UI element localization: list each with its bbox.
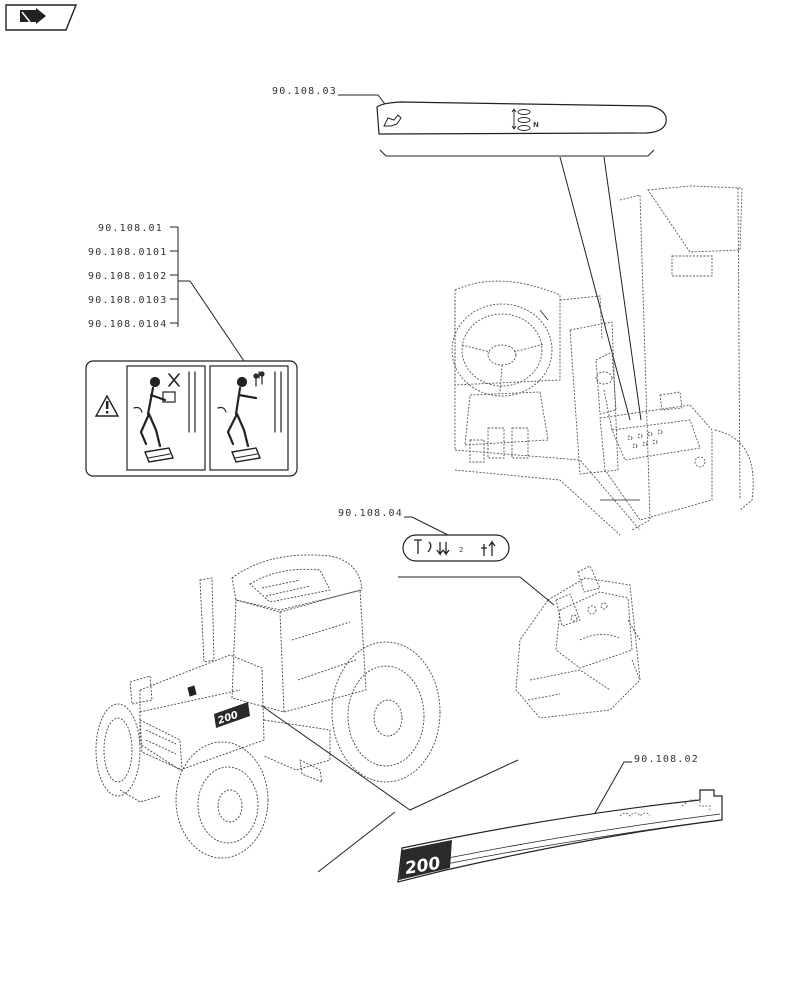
tractor-illustration — [95, 554, 441, 859]
lever-up-icon — [481, 540, 496, 556]
leader-line — [404, 516, 457, 540]
leader-line — [603, 156, 642, 421]
callout-label: 90.108.0104 — [88, 319, 167, 330]
person-correct-icon — [217, 371, 282, 463]
leader-line — [261, 705, 519, 811]
armrest-console-illustration — [515, 565, 641, 719]
warning-panel-wrong — [126, 365, 206, 471]
callout-label: 90.108.0103 — [88, 295, 167, 306]
side-stripe-badge-text: 200 — [404, 854, 442, 879]
hood-badge: 200 — [214, 702, 250, 728]
person-wrong-icon — [133, 371, 196, 463]
callout-label: 90.108.04 — [338, 508, 403, 519]
callout-label: 90.108.0101 — [88, 247, 167, 258]
leader-line — [317, 811, 396, 873]
warning-panel-right — [209, 365, 289, 471]
decal-04-center-text: 2 — [459, 546, 463, 554]
decal-04-strip: 2 — [402, 534, 510, 562]
tractor-outline-solid — [187, 685, 197, 697]
callout-label: 90.108.03 — [272, 86, 337, 97]
lever-down-icon — [414, 539, 450, 556]
leader-line — [559, 156, 631, 421]
side-stripe-badge — [399, 840, 452, 880]
leader-line — [589, 761, 632, 823]
cab-detail-lines — [539, 309, 640, 501]
lift-control-icon: N — [511, 108, 539, 131]
side-stripe-decal: 200 — [397, 789, 723, 883]
return-arrow-icon — [20, 8, 46, 24]
cab-interior-illustration — [451, 185, 754, 536]
callout-label: 90.108.02 — [634, 754, 699, 765]
warning-decal — [85, 360, 298, 477]
svg-text:N: N — [533, 121, 539, 129]
leader-line — [519, 576, 555, 606]
decal-bracket — [379, 149, 655, 157]
hand-lever-icon — [383, 114, 402, 127]
warning-triangle-icon — [94, 394, 120, 417]
nav-return-button[interactable] — [5, 4, 78, 31]
callout-bracket — [170, 226, 245, 362]
callout-label: 90.108.0102 — [88, 271, 167, 282]
callout-label: 90.108.01 — [98, 223, 163, 234]
